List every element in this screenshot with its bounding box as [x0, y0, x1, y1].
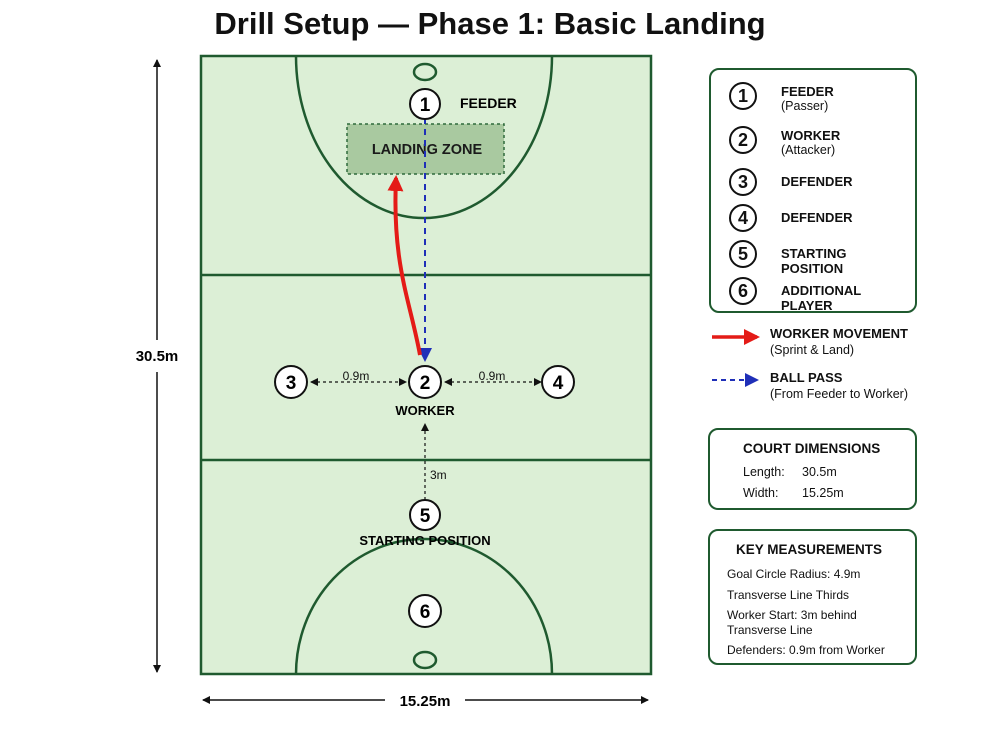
starting-position-label: STARTING POSITION	[359, 533, 490, 548]
length-value: 30.5m	[802, 465, 837, 479]
worker-movement-arrow	[387, 175, 422, 356]
key-measurements-box: KEY MEASUREMENTS Goal Circle Radius: 4.9…	[708, 529, 917, 665]
worker-start-line-2: Transverse Line	[727, 623, 813, 637]
goal-circle-radius: Goal Circle Radius: 4.9m	[727, 567, 861, 581]
legend-sub: (Passer)	[781, 99, 829, 113]
court-dimensions-box: COURT DIMENSIONS Length: 30.5m Width: 15…	[708, 428, 917, 510]
legend-label: STARTING POSITION	[781, 246, 847, 276]
legend-label: FEEDER	[781, 84, 834, 99]
legend-number: 6	[729, 277, 757, 305]
worker-movement-key-sub: (Sprint & Land)	[770, 343, 855, 357]
player-5: 5	[409, 499, 441, 531]
legend-number: 3	[729, 168, 757, 196]
player-2-number: 2	[420, 373, 431, 394]
width-key: Width:	[743, 486, 779, 500]
legend-number: 4	[729, 204, 757, 232]
legend-number: 2	[729, 126, 757, 154]
legend-label: DEFENDER	[781, 174, 853, 189]
player-2: 2	[408, 365, 442, 399]
player-3: 3	[274, 365, 308, 399]
goal-post-top	[412, 62, 438, 82]
legend-sub: (Attacker)	[781, 143, 836, 157]
length-label: 30.5m	[136, 348, 179, 365]
player-4-number: 4	[553, 373, 564, 394]
start-gap-label: 3m	[430, 468, 447, 482]
player-1: 1	[409, 88, 441, 120]
legend-number: 1	[729, 82, 757, 110]
player-3-number: 3	[286, 373, 297, 394]
right-gap-label: 0.9m	[479, 369, 506, 383]
legend-number: 5	[729, 240, 757, 268]
landing-zone-label: LANDING ZONE	[372, 142, 483, 158]
defenders-distance: Defenders: 0.9m from Worker	[727, 643, 885, 657]
worker-label: WORKER	[395, 403, 455, 418]
player-5-number: 5	[420, 506, 431, 527]
left-gap-label: 0.9m	[343, 369, 370, 383]
diagram-title: Drill Setup — Phase 1: Basic Landing	[214, 6, 766, 41]
player-6-number: 6	[420, 602, 431, 623]
transverse-line-thirds: Transverse Line Thirds	[727, 588, 850, 602]
court-dimensions-title: COURT DIMENSIONS	[743, 441, 881, 456]
player-1-number: 1	[420, 95, 431, 116]
length-key: Length:	[743, 465, 785, 479]
worker-movement-key-label: WORKER MOVEMENT	[770, 326, 908, 341]
legend-label: ADDITIONAL PLAYER	[781, 283, 861, 313]
ball-pass-key-label: BALL PASS	[770, 370, 843, 385]
goal-post-bottom	[412, 650, 438, 670]
key-measurements-title: KEY MEASUREMENTS	[736, 542, 883, 557]
legend-label: DEFENDER	[781, 210, 853, 225]
ball-pass-key-sub: (From Feeder to Worker)	[770, 387, 908, 401]
player-6: 6	[408, 594, 442, 628]
width-label: 15.25m	[400, 693, 451, 710]
legend-label: WORKER	[781, 128, 841, 143]
goal-circle-bottom	[294, 537, 554, 675]
player-4: 4	[541, 365, 575, 399]
feeder-label: FEEDER	[460, 95, 517, 111]
player-legend: 1 FEEDER (Passer) 2 WORKER (Attacker) 3 …	[709, 68, 917, 313]
width-value: 15.25m	[802, 486, 844, 500]
worker-start-line-1: Worker Start: 3m behind	[727, 608, 857, 622]
